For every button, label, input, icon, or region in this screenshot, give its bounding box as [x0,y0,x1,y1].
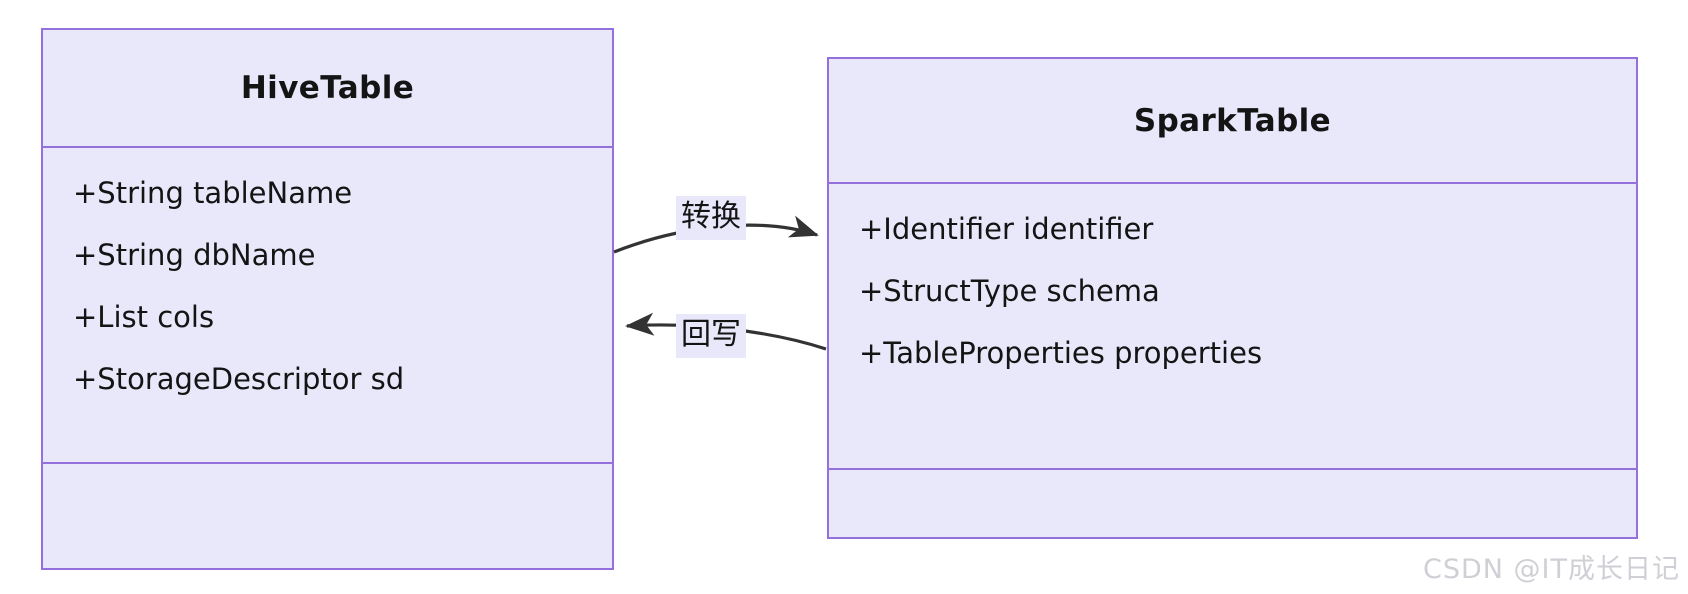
uml-attribute: +TableProperties properties [859,336,1263,370]
uml-class-title-spark-table: SparkTable [829,59,1636,184]
watermark: CSDN @IT成长日记 [1422,554,1680,585]
relation-label-writeback: 回写 [676,314,746,358]
relation-label-convert: 转换 [676,196,746,240]
uml-attribute: +StructType schema [859,274,1160,308]
uml-attribute: +Identifier identifier [859,212,1154,246]
uml-methods-spark-table [829,470,1636,537]
uml-attribute: +String tableName [73,176,353,210]
uml-class-spark-table[interactable]: SparkTable +Identifier identifier +Struc… [827,57,1638,539]
uml-attribute: +List cols [73,300,215,334]
uml-attribute: +StorageDescriptor sd [73,362,405,396]
uml-class-title-hive-table: HiveTable [43,30,612,148]
uml-methods-hive-table [43,464,612,568]
uml-attributes-hive-table: +String tableName +String dbName +List c… [43,148,612,464]
uml-attribute: +String dbName [73,238,316,272]
uml-class-hive-table[interactable]: HiveTable +String tableName +String dbNa… [41,28,614,570]
uml-attributes-spark-table: +Identifier identifier +StructType schem… [829,184,1636,470]
